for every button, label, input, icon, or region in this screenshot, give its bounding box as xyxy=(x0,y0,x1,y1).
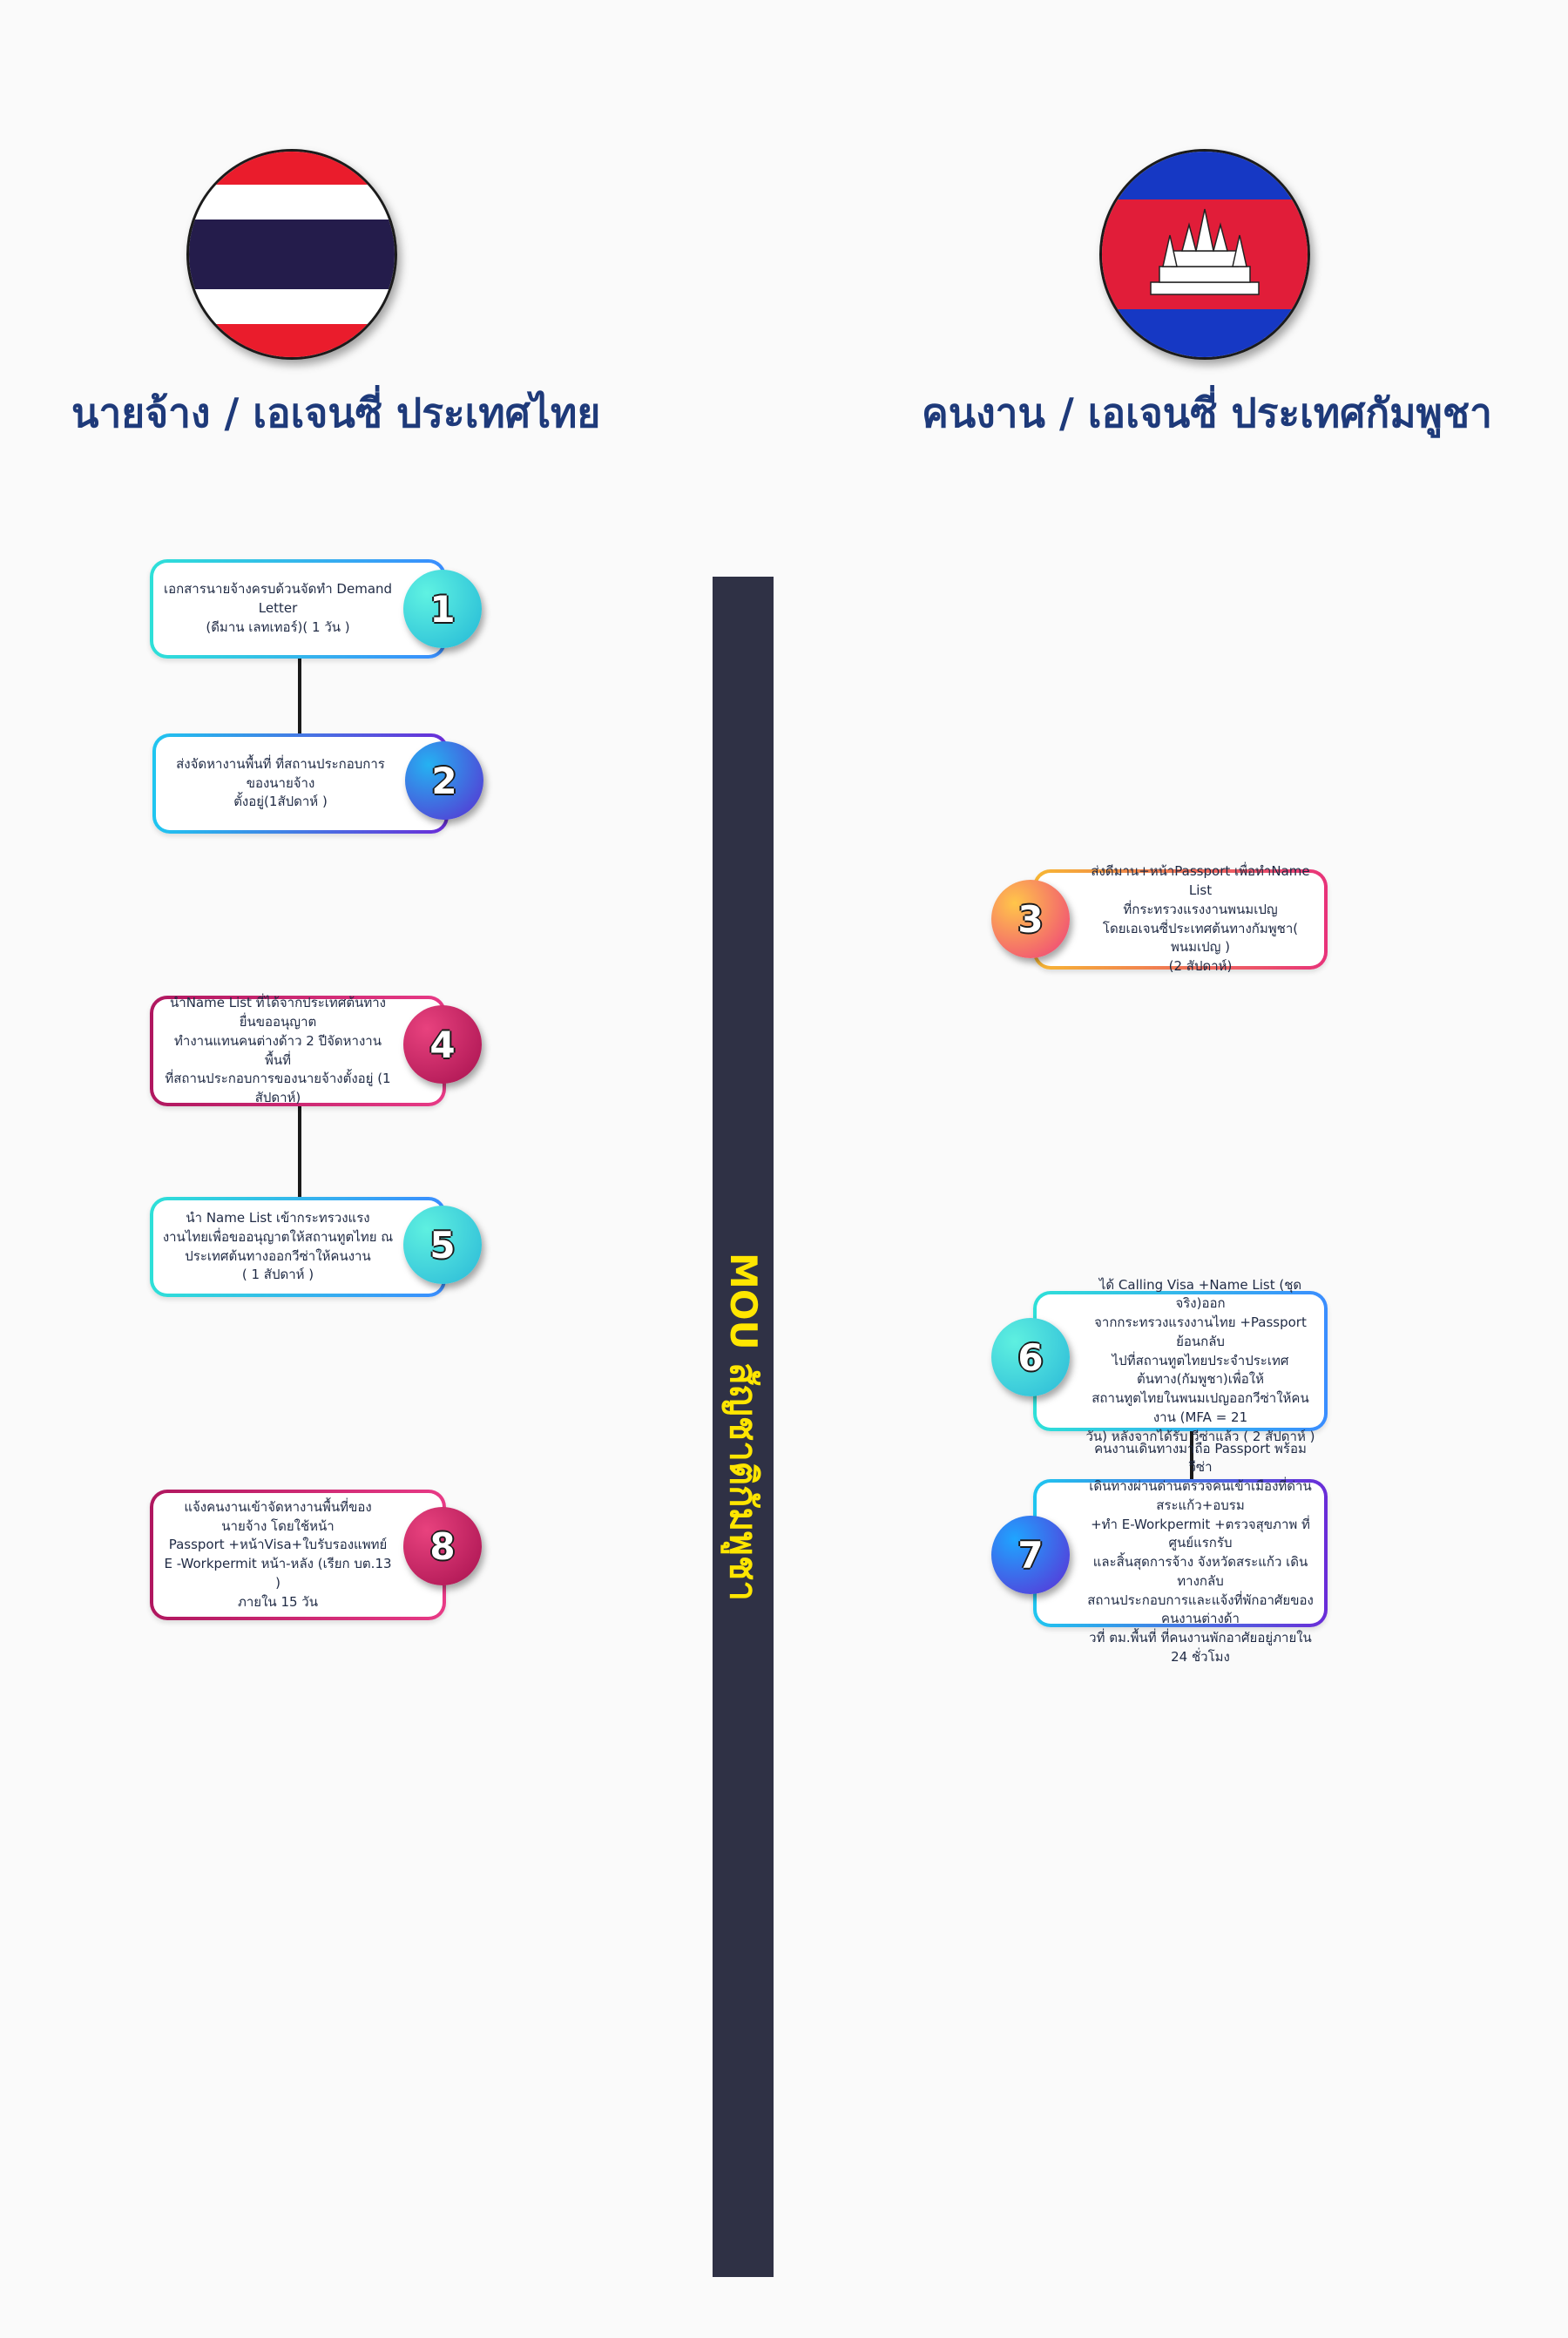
step-text: นำName List ที่ได้จากประเทศต้นทางยื่นขออ… xyxy=(165,995,391,1105)
step-number-badge: 7 xyxy=(991,1516,1070,1594)
step-text: ส่งดีมาน+หน้าPassport เพื่อทำName List ท… xyxy=(1091,863,1310,974)
step-card: คนงานเดินทางมาถือ Passport พร้อมวีซ่า เด… xyxy=(1033,1441,1328,1665)
step-number-badge: 4 xyxy=(403,1005,482,1084)
step-number-badge: 1 xyxy=(403,570,482,648)
step-card: ส่งดีมาน+หน้าPassport เพื่อทำName List ท… xyxy=(1033,863,1328,974)
step-text: ได้ Calling Visa +Name List (ชุดจริง)ออก… xyxy=(1085,1276,1315,1444)
step-text: เอกสารนายจ้างครบด้วนจัดทำ Demand Letter … xyxy=(163,581,393,635)
step-text: แจ้งคนงานเข้าจัดหางานพื้นที่ของนายจ้าง โ… xyxy=(164,1498,392,1610)
step-text: ส่งจัดหางานพื้นที่ ที่สถานประกอบการของนา… xyxy=(176,755,385,810)
connector-1-2 xyxy=(298,659,301,733)
step-card: นำ Name List เข้ากระทรวงแรง งานไทยเพื่อข… xyxy=(150,1197,446,1297)
worker-heading: คนงาน / เอเจนซี่ ประเทศกัมพูชา xyxy=(922,389,1492,436)
thailand-flag-icon xyxy=(186,149,397,360)
step-card: แจ้งคนงานเข้าจัดหางานพื้นที่ของนายจ้าง โ… xyxy=(150,1490,446,1620)
step-card: เอกสารนายจ้างครบด้วนจัดทำ Demand Letter … xyxy=(150,559,446,659)
connector-4-5 xyxy=(298,1106,301,1197)
center-bar-label: MOU สัญชาติกัมพูชา xyxy=(722,1253,765,1601)
employer-heading: นายจ้าง / เอเจนซี่ ประเทศไทย xyxy=(71,389,601,436)
step-text: คนงานเดินทางมาถือ Passport พร้อมวีซ่า เด… xyxy=(1087,1440,1314,1665)
step-number-badge: 3 xyxy=(991,880,1070,958)
connector-6-7 xyxy=(1190,1431,1193,1479)
step-number-badge: 5 xyxy=(403,1206,482,1284)
step-number-badge: 6 xyxy=(991,1318,1070,1396)
cambodia-flag-icon xyxy=(1099,149,1310,360)
step-number-badge: 2 xyxy=(405,741,483,820)
step-text: นำ Name List เข้ากระทรวงแรง งานไทยเพื่อข… xyxy=(162,1210,394,1283)
step-card: ส่งจัดหางานพื้นที่ ที่สถานประกอบการของนา… xyxy=(152,733,449,834)
step-card: ได้ Calling Visa +Name List (ชุดจริง)ออก… xyxy=(1033,1277,1328,1444)
center-bar: MOU สัญชาติกัมพูชา xyxy=(713,577,774,2277)
step-number-badge: 8 xyxy=(403,1507,482,1585)
step-card: นำName List ที่ได้จากประเทศต้นทางยื่นขออ… xyxy=(150,995,446,1106)
